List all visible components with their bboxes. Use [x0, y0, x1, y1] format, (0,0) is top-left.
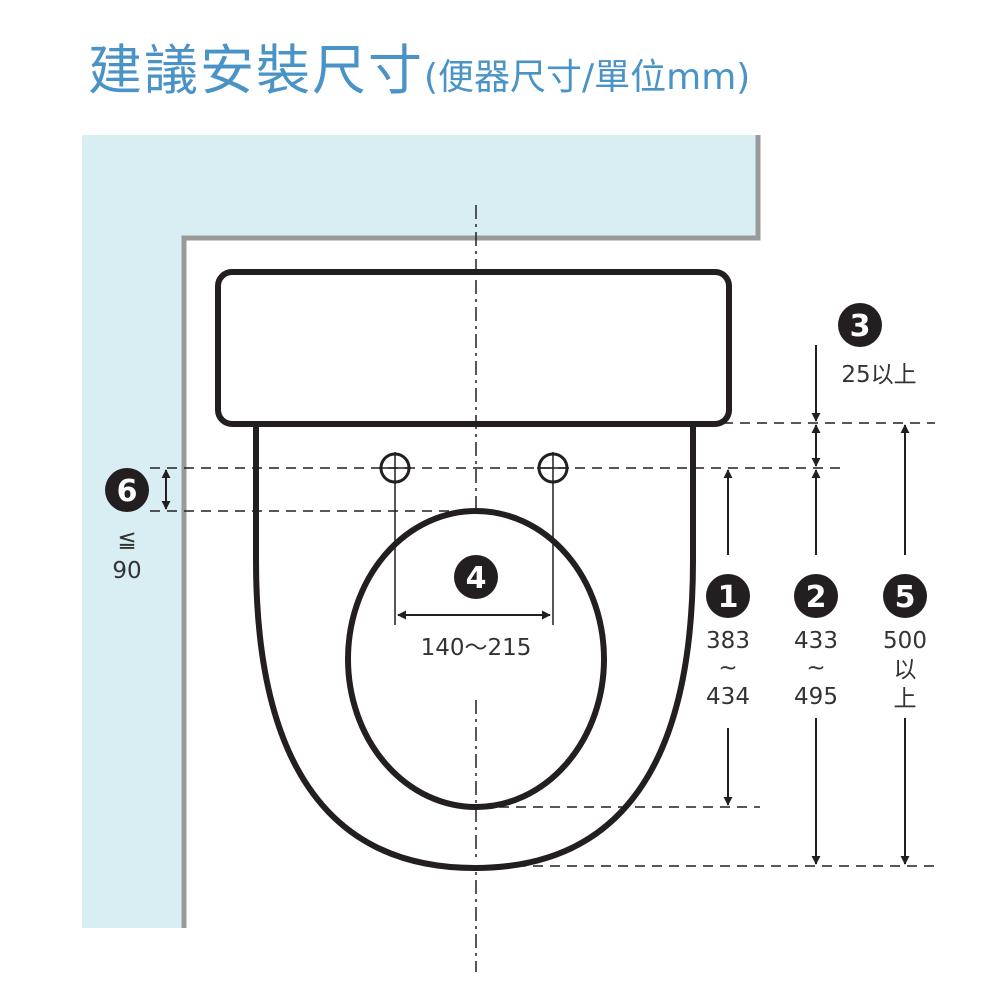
dim-2-sep: ~	[806, 655, 825, 681]
diagram-title: 建議安裝尺寸(便器尺寸/單位mm)	[88, 26, 750, 105]
svg-text:4: 4	[466, 561, 487, 596]
badge-4: 4	[454, 555, 498, 599]
wall-area	[82, 135, 758, 928]
dim-5-suffix-2: 上	[894, 686, 917, 712]
wall-edge	[181, 135, 761, 928]
reference-lines	[150, 422, 935, 867]
badge-3: 3	[838, 303, 882, 347]
dim-5-suffix-1: 以	[894, 657, 917, 683]
svg-text:3: 3	[850, 309, 871, 344]
svg-text:1: 1	[718, 580, 739, 615]
title-sub: (便器尺寸/單位mm)	[424, 57, 751, 98]
svg-text:5: 5	[895, 580, 916, 615]
badge-6: 6	[105, 468, 149, 512]
dim-1-to: 434	[706, 684, 750, 710]
title-main: 建議安裝尺寸	[88, 39, 424, 102]
dim-2-from: 433	[794, 628, 838, 654]
dim-1-sep: ~	[718, 655, 737, 681]
dim-2-to: 495	[794, 684, 838, 710]
dimension-arrows	[161, 345, 910, 865]
dim-6-prefix: ≦	[117, 527, 136, 553]
dim-6-value: 90	[112, 558, 141, 584]
dim-4-value: 140〜215	[421, 635, 532, 661]
bowl-opening	[345, 508, 607, 810]
svg-text:6: 6	[117, 474, 138, 509]
dim-1-from: 383	[706, 628, 750, 654]
dim-3-value: 25以上	[841, 362, 916, 388]
badge-1: 1	[706, 574, 750, 618]
svg-text:2: 2	[806, 580, 827, 615]
dim-5-value: 500	[883, 628, 927, 654]
hole-spacing-guides	[394, 482, 554, 625]
badge-5: 5	[883, 574, 927, 618]
toilet-tank	[215, 269, 732, 427]
badge-2: 2	[794, 574, 838, 618]
